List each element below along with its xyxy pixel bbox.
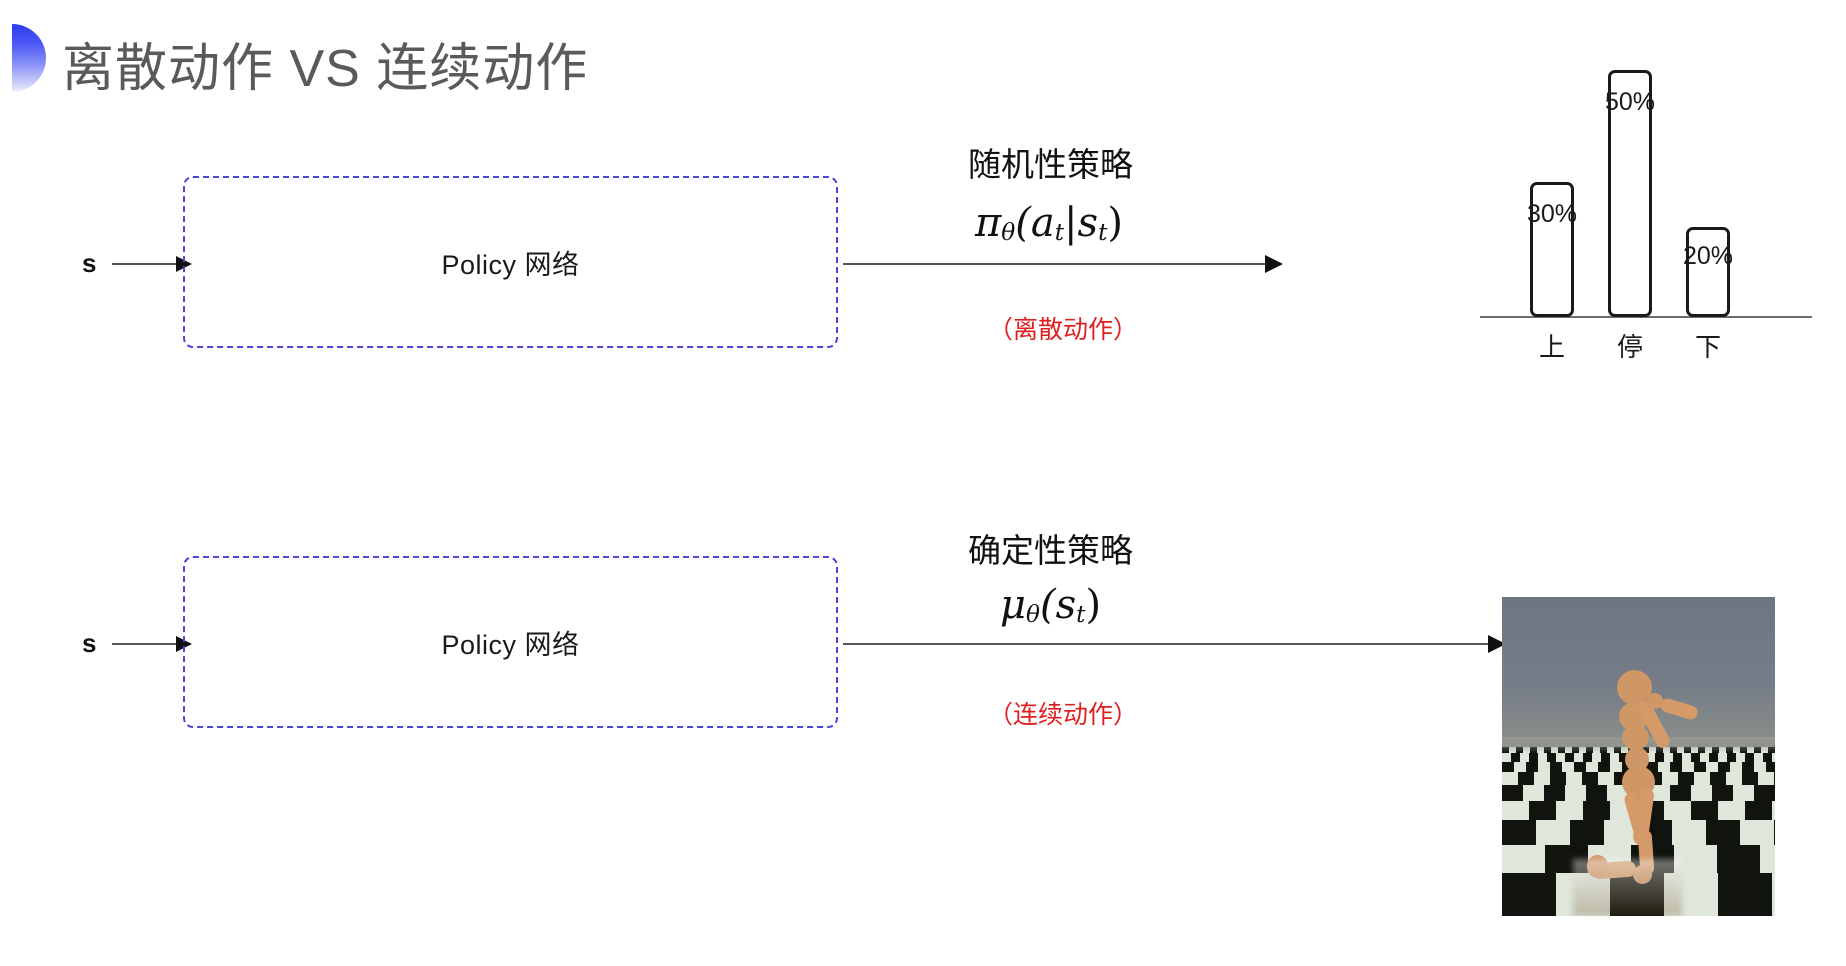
formula-theta-sub: θ <box>1001 219 1016 247</box>
page-title: 离散动作 VS 连续动作 <box>62 40 589 98</box>
formula-mu: μ <box>1000 582 1026 628</box>
humanoid-chest-lower <box>1622 724 1650 751</box>
bar-up <box>1530 182 1574 317</box>
formula-close-paren-2: ) <box>1085 582 1102 628</box>
formula-open-s: (s <box>1039 582 1077 628</box>
formula-pi: π <box>975 200 1002 246</box>
input-arrow-discrete <box>112 256 192 272</box>
bar-down <box>1686 227 1730 317</box>
stochastic-policy-title: 随机性策略 <box>968 146 1133 183</box>
chart-baseline-axis <box>1480 316 1812 318</box>
input-state-label-discrete: s <box>82 248 97 278</box>
title-accent-shape-icon <box>12 24 46 92</box>
bar-category-up: 上 <box>1538 332 1565 362</box>
humanoid-hand-right <box>1646 692 1664 709</box>
bar-value-stop: 50% <box>1604 88 1656 116</box>
deterministic-policy-title: 确定性策略 <box>968 532 1133 569</box>
bar-value-up: 30% <box>1526 200 1578 228</box>
policy-network-label-continuous: Policy 网络 <box>441 629 580 660</box>
output-arrow-discrete <box>843 255 1283 273</box>
formula-close-paren: ) <box>1107 200 1123 246</box>
bar-category-down: 下 <box>1694 332 1721 362</box>
input-arrow-continuous <box>112 636 192 652</box>
policy-network-box-discrete[interactable]: Policy 网络 <box>183 176 838 348</box>
humanoid-foot-right <box>1633 864 1653 885</box>
floor-reflection <box>1572 858 1683 916</box>
stochastic-policy-formula: πθ(at|st) <box>975 200 1123 246</box>
formula-t-sub-2: t <box>1098 219 1108 247</box>
output-arrow-continuous <box>843 635 1506 653</box>
action-probability-bar-chart: 30% 上 50% 停 20% 下 <box>1480 70 1820 410</box>
deterministic-policy-formula: μθ(st) <box>1000 582 1101 628</box>
humanoid-simulation-image <box>1502 597 1775 916</box>
formula-t-sub-3: t <box>1076 601 1086 629</box>
formula-pipe-s: |s <box>1064 200 1099 246</box>
bar-value-down: 20% <box>1682 242 1734 270</box>
formula-theta-sub-2: θ <box>1026 601 1040 629</box>
input-state-label-continuous: s <box>82 628 97 658</box>
policy-network-label-discrete: Policy 网络 <box>441 249 580 280</box>
formula-t-sub-1: t <box>1054 219 1065 247</box>
formula-open-a: (a <box>1015 200 1055 246</box>
policy-network-box-continuous[interactable]: Policy 网络 <box>183 556 838 728</box>
humanoid-foot-left <box>1586 855 1609 878</box>
bar-category-stop: 停 <box>1616 332 1643 362</box>
bar-stop <box>1608 70 1652 317</box>
discrete-action-note: （离散动作） <box>988 316 1139 344</box>
humanoid-head <box>1616 670 1653 706</box>
continuous-action-note: （连续动作） <box>988 701 1139 729</box>
